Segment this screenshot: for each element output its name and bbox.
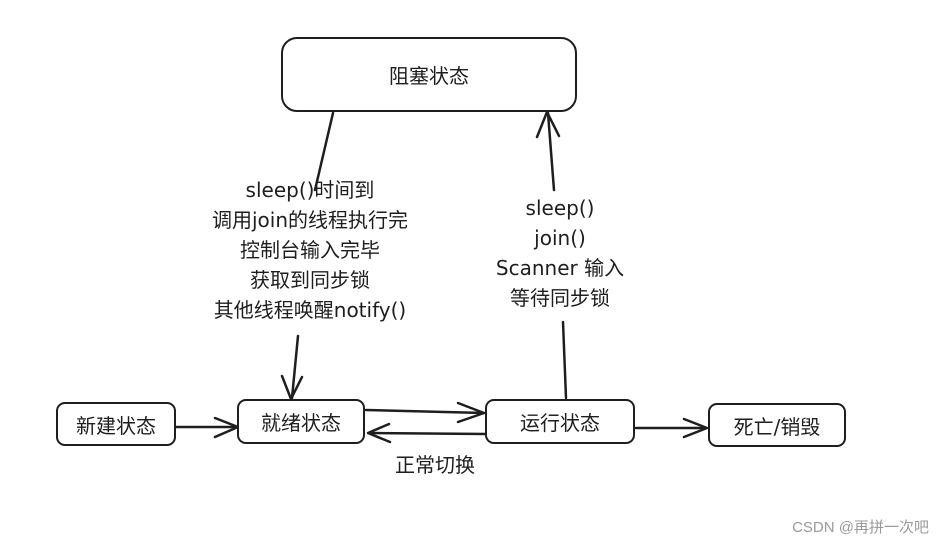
arrow-running-to-ready-head: [366, 422, 392, 444]
arrow-running-to-blocked: [561, 320, 568, 400]
running-to-ready-label: 正常切换: [370, 450, 500, 480]
watermark: CSDN @再拼一次吧: [792, 519, 929, 536]
arrow-ready-to-running-head: [456, 401, 486, 424]
running-to-blocked-conditions: sleep() join() Scanner 输入 等待同步锁: [470, 193, 650, 313]
arrow-running-to-blocked-line2: [546, 111, 556, 192]
running-state-node: 运行状态: [485, 399, 635, 444]
blocked-state-label: 阻塞状态: [389, 64, 469, 88]
ready-state-label: 就绪状态: [261, 411, 341, 435]
condition-line: sleep()时间到: [245, 178, 375, 202]
new-state-node: 新建状态: [56, 402, 176, 446]
dead-state-label: 死亡/销毁: [733, 414, 821, 439]
condition-line: 等待同步锁: [510, 286, 610, 310]
arrow-blocked-to-ready: [313, 111, 335, 192]
arrow-ready-to-running: [364, 408, 486, 415]
new-state-label: 新建状态: [76, 413, 156, 438]
blocked-state-node: 阻塞状态: [281, 37, 577, 112]
condition-line: sleep(): [525, 196, 595, 220]
condition-line: 控制台输入完毕: [240, 238, 380, 262]
condition-line: 获取到同步锁: [250, 268, 370, 292]
arrow-blocked-to-ready-line2: [290, 334, 300, 400]
condition-line: 调用join的线程执行完: [211, 208, 409, 232]
arrow-running-to-blocked-head: [535, 110, 561, 139]
condition-line: Scanner 输入: [495, 256, 625, 280]
condition-line: join(): [534, 226, 586, 250]
switch-label: 正常切换: [395, 453, 475, 477]
blocked-to-ready-conditions: sleep()时间到 调用join的线程执行完 控制台输入完毕 获取到同步锁 其…: [180, 175, 440, 325]
running-state-label: 运行状态: [520, 411, 600, 435]
arrow-running-to-ready: [367, 431, 488, 436]
condition-line: 其他线程唤醒notify(): [213, 298, 407, 322]
ready-state-node: 就绪状态: [237, 399, 365, 444]
dead-state-node: 死亡/销毁: [708, 403, 846, 447]
arrow-running-to-dead-head: [682, 417, 709, 439]
